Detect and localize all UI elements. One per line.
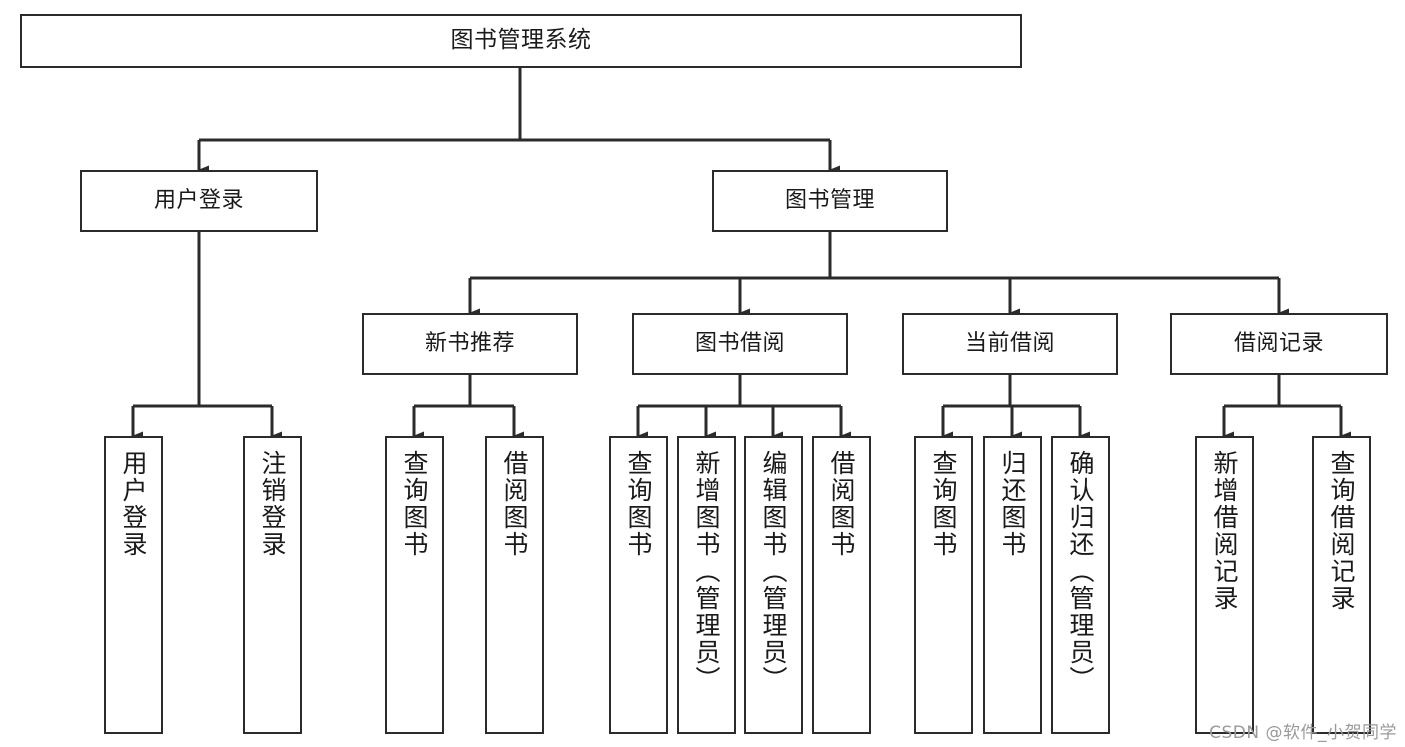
node-label: 图书管理系统 xyxy=(450,27,592,54)
node-label: 查询借阅记录 xyxy=(1327,450,1356,612)
node-root-book-management-system[interactable]: 图书管理系统 xyxy=(20,14,1022,68)
leaf-user-login[interactable]: 用户登录 xyxy=(104,436,163,734)
node-book-management[interactable]: 图书管理 xyxy=(712,170,948,232)
node-label: 图书借阅 xyxy=(694,330,785,356)
leaf-edit-book-admin[interactable]: 编辑图书（管理员） xyxy=(744,436,803,734)
node-label: 新增图书（管理员） xyxy=(692,450,721,693)
leaf-add-borrow-record[interactable]: 新增借阅记录 xyxy=(1195,436,1254,734)
node-label: 编辑图书（管理员） xyxy=(759,450,788,693)
node-borrow-records[interactable]: 借阅记录 xyxy=(1170,313,1388,375)
leaf-logout[interactable]: 注销登录 xyxy=(243,436,302,734)
leaf-query-books-recommendation[interactable]: 查询图书 xyxy=(385,436,444,734)
node-book-borrowing[interactable]: 图书借阅 xyxy=(632,313,848,375)
node-label: 图书管理 xyxy=(784,187,875,213)
node-user-login[interactable]: 用户登录 xyxy=(80,170,318,232)
leaf-confirm-return-admin[interactable]: 确认归还（管理员） xyxy=(1051,436,1110,734)
node-current-borrowing[interactable]: 当前借阅 xyxy=(902,313,1118,375)
leaf-query-books-borrowing[interactable]: 查询图书 xyxy=(609,436,668,734)
node-label: 当前借阅 xyxy=(964,330,1055,356)
node-label: 归还图书 xyxy=(998,450,1027,558)
leaf-query-books-current[interactable]: 查询图书 xyxy=(914,436,973,734)
node-label: 借阅记录 xyxy=(1233,330,1324,356)
node-label: 查询图书 xyxy=(624,450,653,558)
node-label: 借阅图书 xyxy=(500,450,529,558)
leaf-return-books[interactable]: 归还图书 xyxy=(983,436,1042,734)
node-label: 确认归还（管理员） xyxy=(1066,450,1095,693)
node-new-book-recommendation[interactable]: 新书推荐 xyxy=(362,313,578,375)
leaf-borrow-books-borrowing[interactable]: 借阅图书 xyxy=(812,436,871,734)
node-label: 用户登录 xyxy=(119,450,148,558)
node-label: 查询图书 xyxy=(400,450,429,558)
node-label: 新书推荐 xyxy=(424,330,515,356)
leaf-borrow-books-recommendation[interactable]: 借阅图书 xyxy=(485,436,544,734)
node-label: 借阅图书 xyxy=(827,450,856,558)
node-label: 用户登录 xyxy=(153,187,244,213)
leaf-query-borrow-record[interactable]: 查询借阅记录 xyxy=(1312,436,1371,734)
leaf-add-book-admin[interactable]: 新增图书（管理员） xyxy=(677,436,736,734)
node-label: 查询图书 xyxy=(929,450,958,558)
node-label: 注销登录 xyxy=(258,450,287,558)
node-label: 新增借阅记录 xyxy=(1210,450,1239,612)
